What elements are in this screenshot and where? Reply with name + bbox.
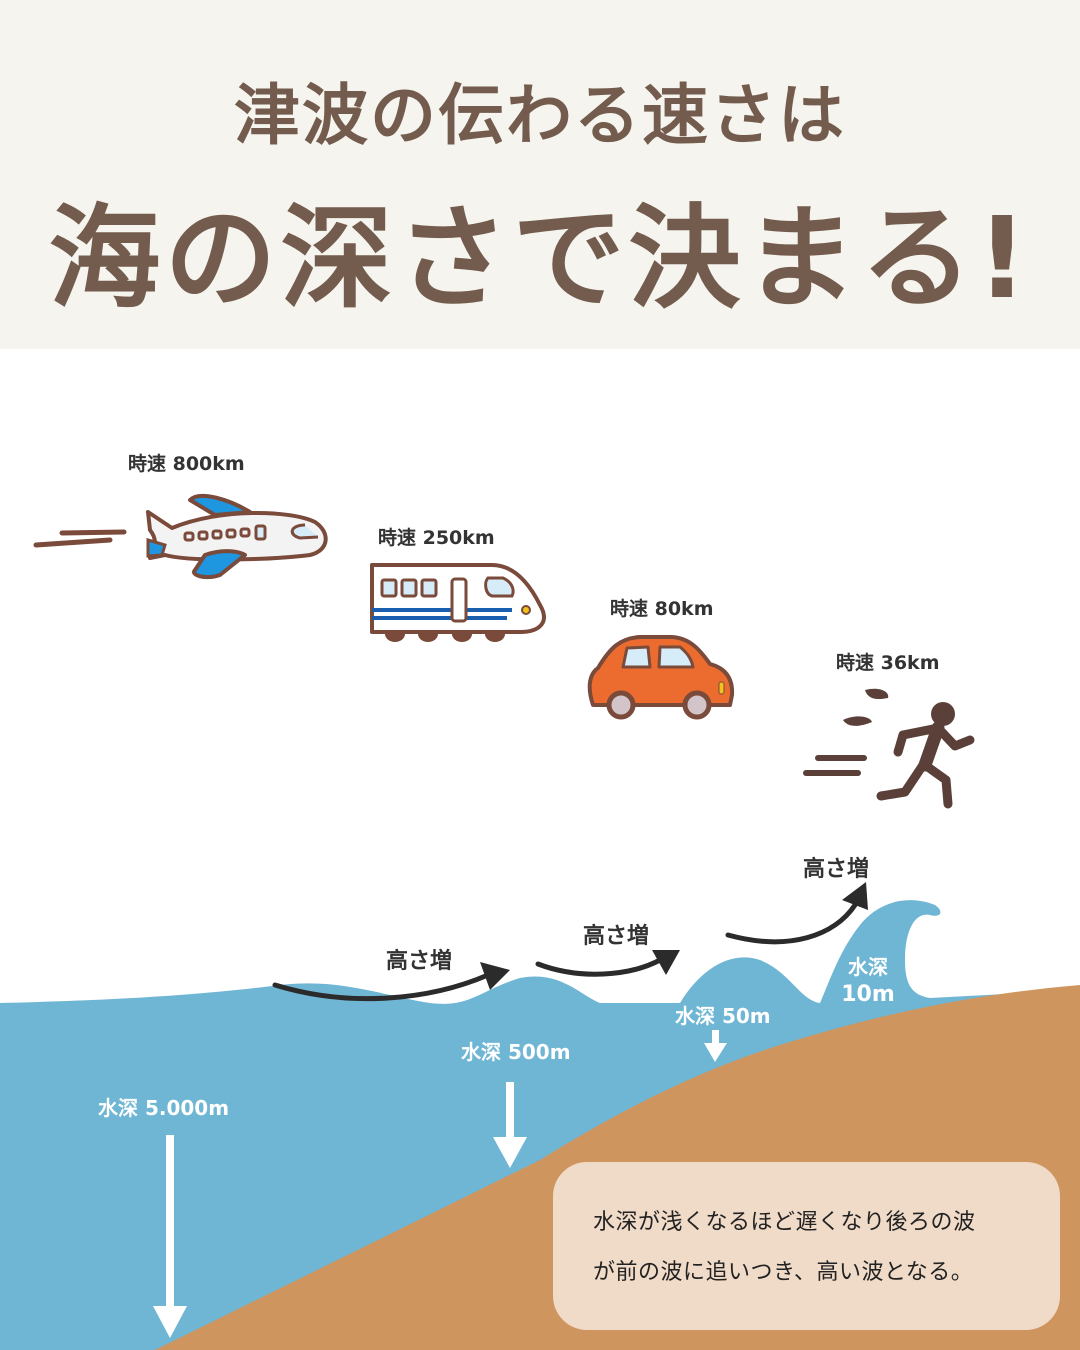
header-banner: 津波の伝わる速さは 海の深さで決まる! bbox=[0, 0, 1080, 349]
explanation-note: 水深が浅くなるほど遅くなり後ろの波 が前の波に追いつき、高い波となる。 bbox=[553, 1162, 1060, 1330]
height-increase-label-2: 高さ増 bbox=[583, 924, 650, 949]
depth-arrow-500-head bbox=[493, 1137, 527, 1168]
title-line-2: 海の深さで決まる! bbox=[48, 194, 1032, 324]
runner-icon bbox=[803, 688, 975, 809]
speed-label-car: 時速 80km bbox=[610, 598, 714, 620]
depth-label-5000m: 水深 5.000m bbox=[98, 1096, 230, 1120]
height-arrow-3 bbox=[725, 902, 858, 945]
depth-label-10m-line1: 水深 bbox=[848, 955, 888, 979]
height-increase-label-3: 高さ増 bbox=[803, 857, 870, 882]
speed-label-airplane: 時速 800km bbox=[128, 453, 245, 475]
title-line-1: 津波の伝わる速さは bbox=[234, 77, 846, 154]
depth-arrow-50-head bbox=[704, 1043, 727, 1062]
depth-arrow-500-shaft bbox=[506, 1082, 514, 1140]
arrowhead-3 bbox=[842, 882, 868, 910]
depth-label-50m: 水深 50m bbox=[675, 1004, 771, 1028]
depth-arrow-5000-shaft bbox=[166, 1135, 174, 1315]
arrowhead-2 bbox=[652, 950, 680, 975]
speed-label-runner: 時速 36km bbox=[836, 652, 940, 674]
height-increase-label-1: 高さ増 bbox=[386, 949, 453, 974]
height-arrow-1 bbox=[272, 972, 491, 1002]
airplane-icon bbox=[33, 494, 328, 580]
depth-label-10m-line2: 10m bbox=[841, 982, 895, 1007]
train-icon bbox=[370, 563, 546, 642]
depth-arrow-50-shaft bbox=[712, 1030, 719, 1048]
car-icon bbox=[587, 635, 735, 720]
height-arrow-2 bbox=[535, 957, 663, 977]
note-line-1: 水深が浅くなるほど遅くなり後ろの波 bbox=[593, 1210, 976, 1235]
depth-label-10m: 水深 10m bbox=[840, 953, 896, 1009]
speed-label-train: 時速 250km bbox=[378, 527, 495, 549]
depth-label-500m: 水深 500m bbox=[461, 1040, 571, 1064]
depth-arrow-5000-head bbox=[153, 1306, 187, 1338]
arrowhead-1 bbox=[480, 962, 510, 990]
note-line-2: が前の波に追いつき、高い波となる。 bbox=[593, 1260, 974, 1285]
